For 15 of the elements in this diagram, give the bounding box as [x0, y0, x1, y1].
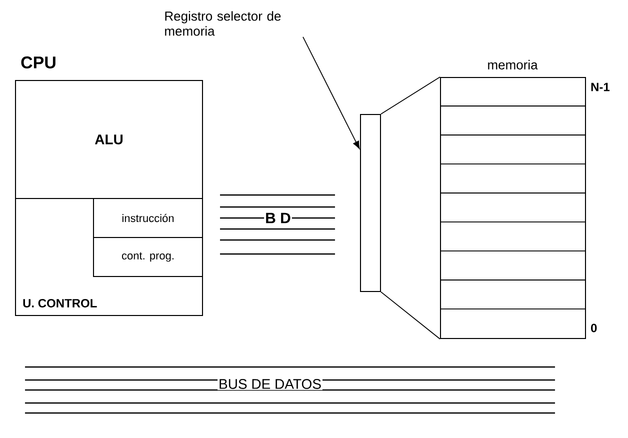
bus-label: B D [264, 212, 292, 224]
heading: memoria [488, 60, 538, 70]
bus-label: BUS DE DATOS [218, 378, 322, 390]
connector-line [380, 76, 440, 114]
register-box: ALU [15, 80, 203, 199]
connector-line [380, 292, 440, 340]
index-label: 0 [591, 324, 597, 332]
unit-label: U. CONTROL [23, 298, 97, 308]
callout-text: Registro selector de memoria [165, 11, 281, 36]
register-box [360, 114, 381, 292]
leader-line [302, 36, 360, 149]
index-label: N-1 [591, 82, 610, 92]
register-box: instrucción [93, 198, 203, 238]
heading: CPU [21, 56, 56, 68]
register-box: cont. prog. [93, 236, 203, 277]
